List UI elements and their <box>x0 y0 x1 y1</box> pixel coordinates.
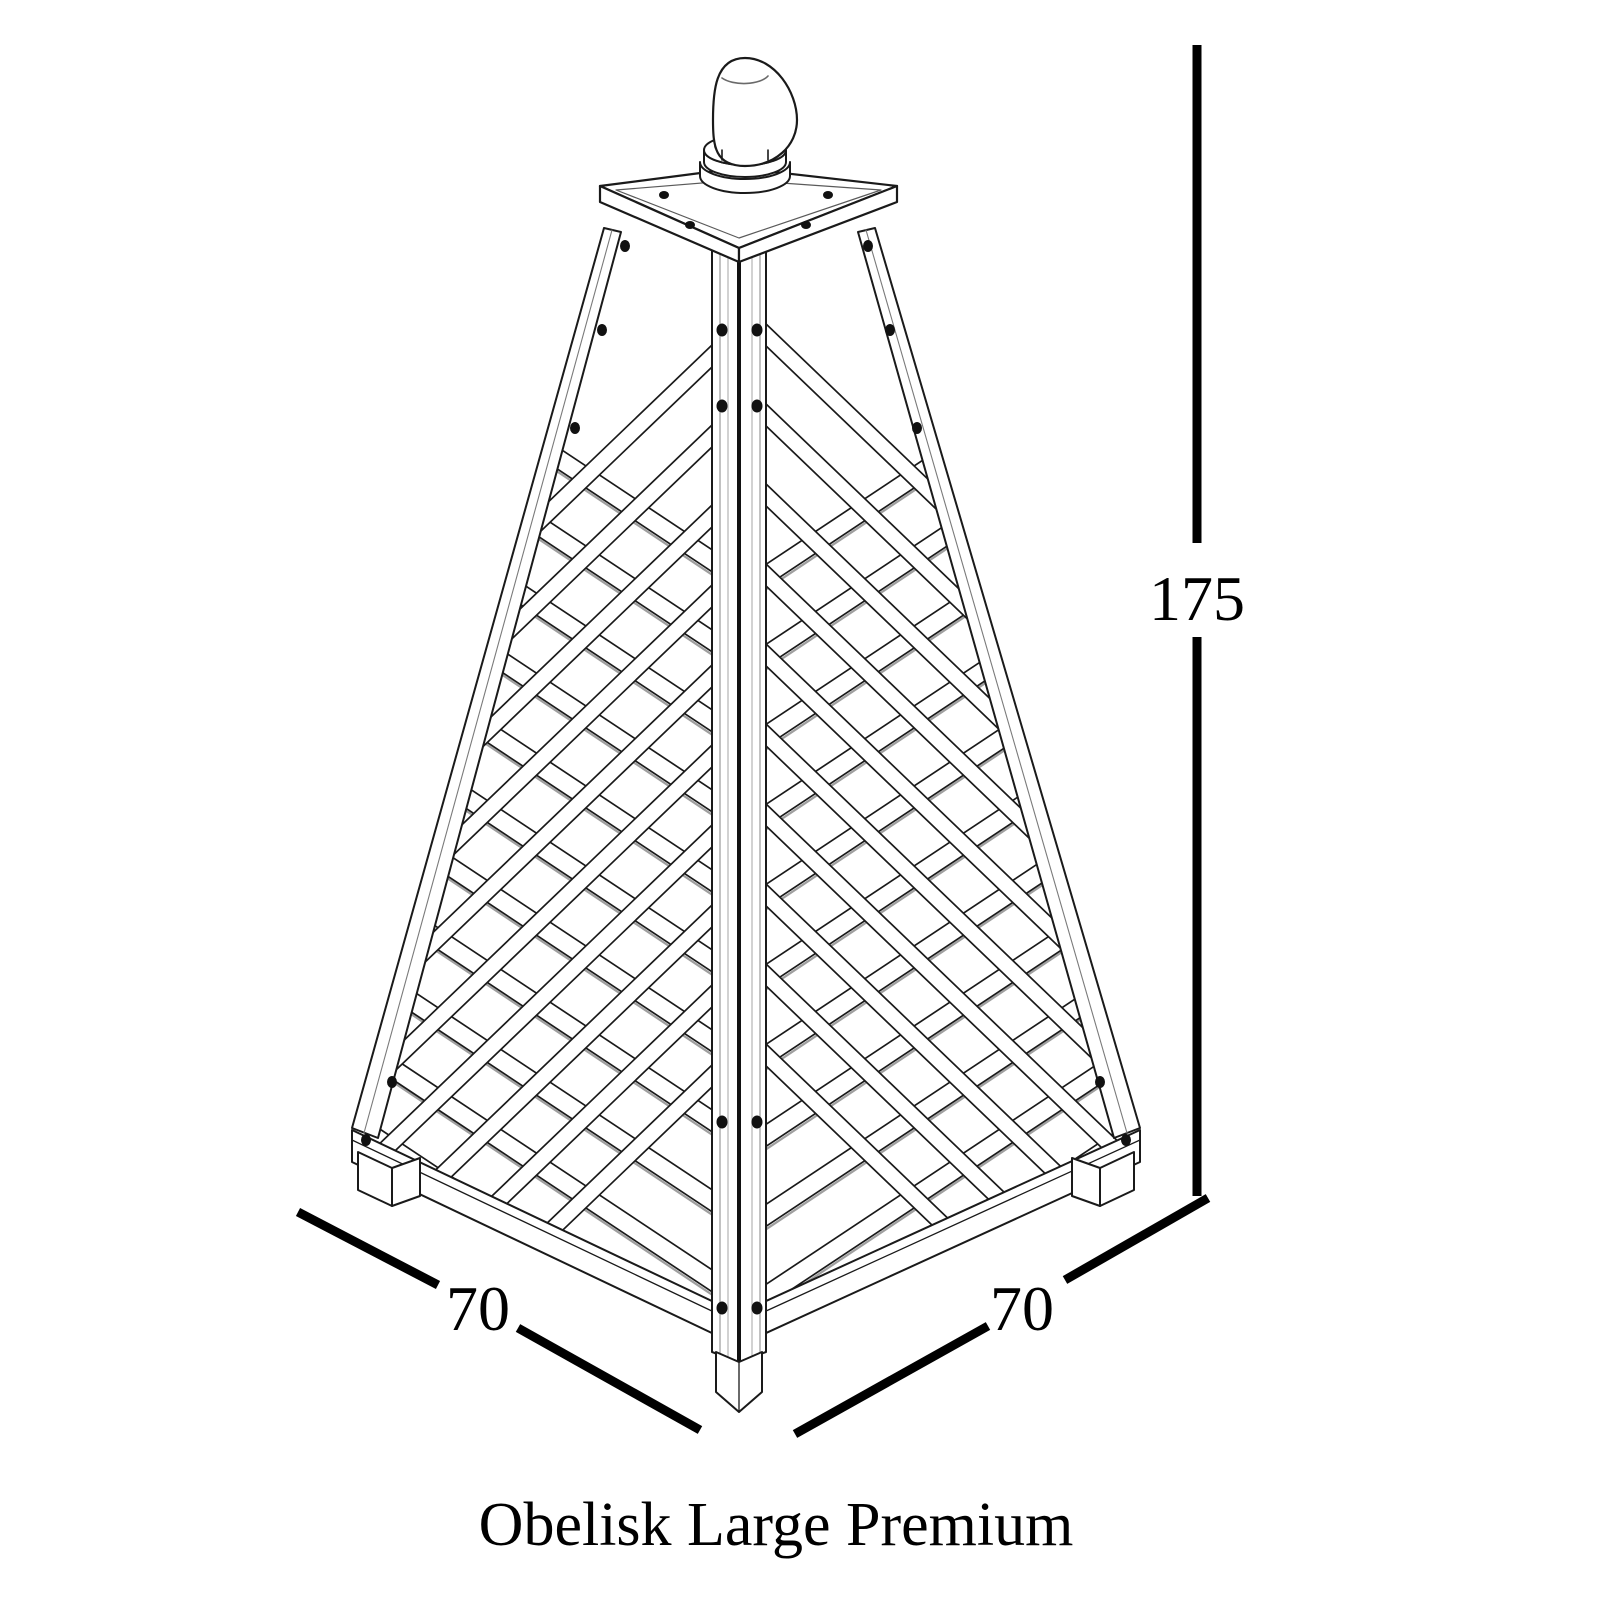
post-screws-right <box>863 240 1131 1146</box>
cap-screws <box>659 191 833 229</box>
drawing-title: Obelisk Large Premium <box>479 1491 1074 1559</box>
corner-post-left <box>351 227 622 1139</box>
corner-post-front <box>711 247 767 1363</box>
dimension-depth-left <box>295 1208 703 1434</box>
corner-post-right <box>857 227 1141 1139</box>
foot-right <box>1071 1151 1135 1207</box>
post-screws-front <box>716 323 763 1315</box>
dimension-width-right-label: 70 <box>990 1273 1054 1344</box>
dimension-height-label: 175 <box>1149 563 1245 634</box>
foot-front-spike <box>715 1351 763 1413</box>
finial-egg <box>711 56 799 168</box>
foot-left <box>357 1151 421 1207</box>
dimension-depth-left-label: 70 <box>446 1273 510 1344</box>
dimension-width-right <box>792 1194 1211 1438</box>
dimension-annotations: 175 70 70 <box>295 45 1245 1438</box>
cap-plate <box>598 166 899 264</box>
post-screws-left <box>361 240 630 1146</box>
